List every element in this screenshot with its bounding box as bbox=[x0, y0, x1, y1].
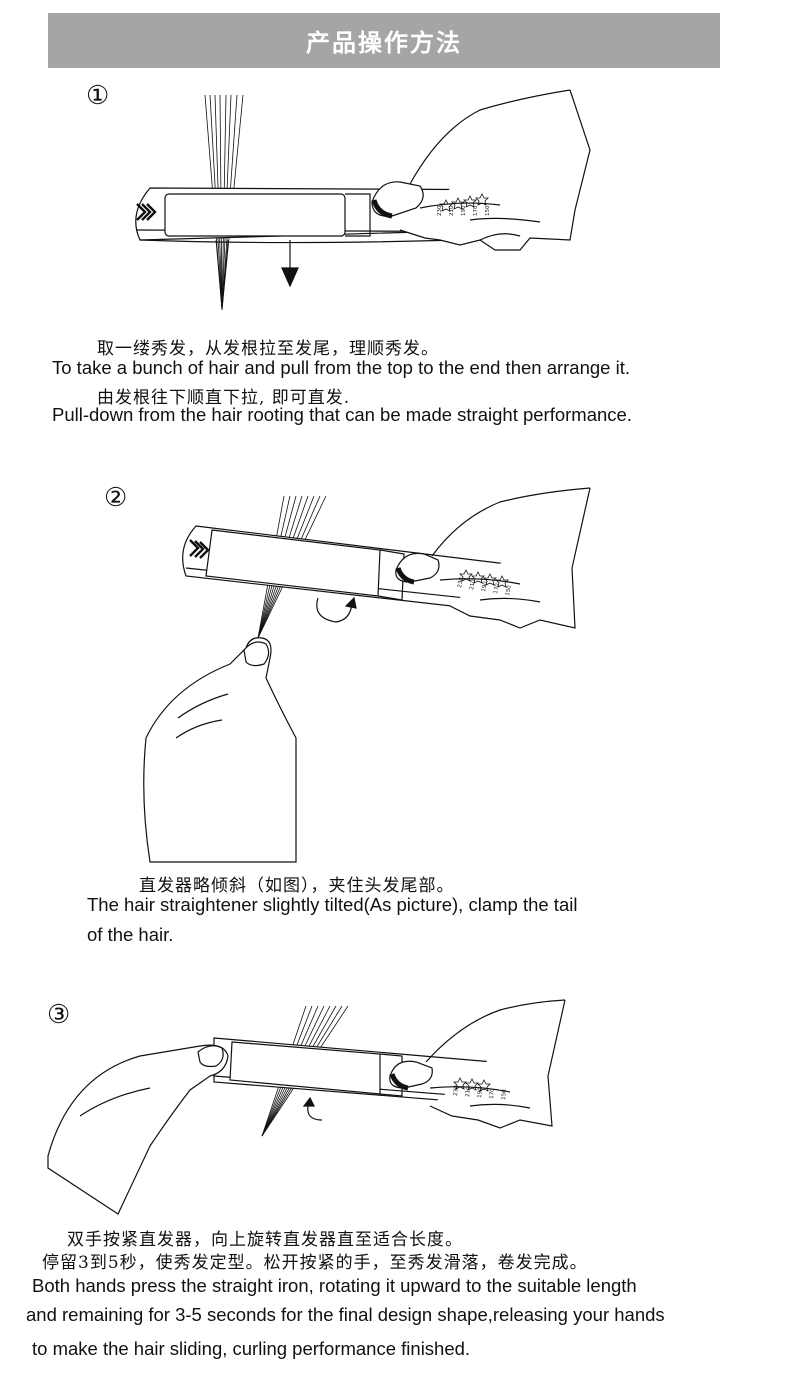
temp-mark: 230 bbox=[457, 576, 465, 588]
hand-illustration bbox=[390, 1000, 565, 1128]
arrow-down-icon bbox=[282, 240, 298, 286]
temp-mark: 210 bbox=[469, 578, 477, 590]
hand-illustration bbox=[396, 488, 590, 628]
temp-mark: 150 bbox=[501, 1089, 508, 1100]
step-3-en-line-2: and remaining for 3-5 seconds for the fi… bbox=[26, 1304, 665, 1325]
step-1-illustration: 230 210 190 170 150 bbox=[0, 90, 800, 330]
left-hand-illustration bbox=[48, 1045, 228, 1214]
lower-hand-illustration bbox=[144, 638, 296, 862]
temp-mark: 210 bbox=[465, 1086, 472, 1097]
chevron-icon bbox=[190, 540, 208, 558]
temp-mark: 170 bbox=[473, 205, 479, 216]
step-1-en-line-1: To take a bunch of hair and pull from th… bbox=[52, 357, 630, 378]
temp-mark: 170 bbox=[489, 1088, 496, 1099]
step-3-zh-line-2: 停留3到5秒，使秀发定型。松开按紧的手，至秀发滑落，卷发完成。 bbox=[42, 1253, 588, 1273]
step-1-zh-line-2: 由发根往下顺直下拉, 即可直发. bbox=[97, 388, 351, 408]
step-2-illustration: 230 210 190 170 150 bbox=[0, 488, 800, 868]
step-1-en-line-2: Pull-down from the hair rooting that can… bbox=[52, 404, 632, 425]
temperature-stars-icon bbox=[440, 194, 488, 211]
step-2-number: ② bbox=[104, 483, 128, 513]
temp-mark: 190 bbox=[461, 205, 467, 216]
step-1-zh-line-1: 取一缕秀发，从发根拉至发尾，理顺秀发。 bbox=[97, 339, 439, 359]
temperature-stars-icon bbox=[454, 1078, 490, 1091]
step-1-number: ① bbox=[86, 81, 110, 111]
step-2-en-line-1: The hair straightener slightly tilted(As… bbox=[87, 894, 578, 915]
section-header: 产品操作方法 bbox=[48, 13, 720, 68]
temp-mark: 210 bbox=[449, 205, 455, 216]
temp-mark: 150 bbox=[505, 584, 513, 596]
chevron-icon bbox=[137, 204, 155, 220]
temp-mark: 190 bbox=[481, 580, 489, 592]
temperature-stars-icon bbox=[460, 570, 508, 587]
temp-mark: 170 bbox=[493, 582, 501, 594]
step-2-en-line-2: of the hair. bbox=[87, 924, 174, 945]
step-3-en-line-3: to make the hair sliding, curling perfor… bbox=[32, 1338, 471, 1359]
temp-mark: 150 bbox=[485, 205, 491, 216]
step-2-zh-line-1: 直发器略倾斜（如图），夹住头发尾部。 bbox=[139, 876, 455, 896]
step-3-en-line-1: Both hands press the straight iron, rota… bbox=[32, 1275, 637, 1296]
temp-mark: 230 bbox=[437, 205, 443, 216]
step-3-zh-line-1: 双手按紧直发器，向上旋转直发器直至适合长度。 bbox=[67, 1230, 463, 1250]
page-title: 产品操作方法 bbox=[306, 29, 462, 57]
rotate-arrow-icon bbox=[317, 598, 356, 622]
hair-straightener bbox=[183, 526, 540, 616]
temp-mark: 230 bbox=[453, 1085, 460, 1096]
step-3-illustration: 230 210 190 170 150 bbox=[0, 996, 800, 1226]
temp-mark: 190 bbox=[477, 1087, 484, 1098]
step-3-number: ③ bbox=[47, 1000, 71, 1030]
rotate-arrow-icon bbox=[304, 1098, 322, 1120]
